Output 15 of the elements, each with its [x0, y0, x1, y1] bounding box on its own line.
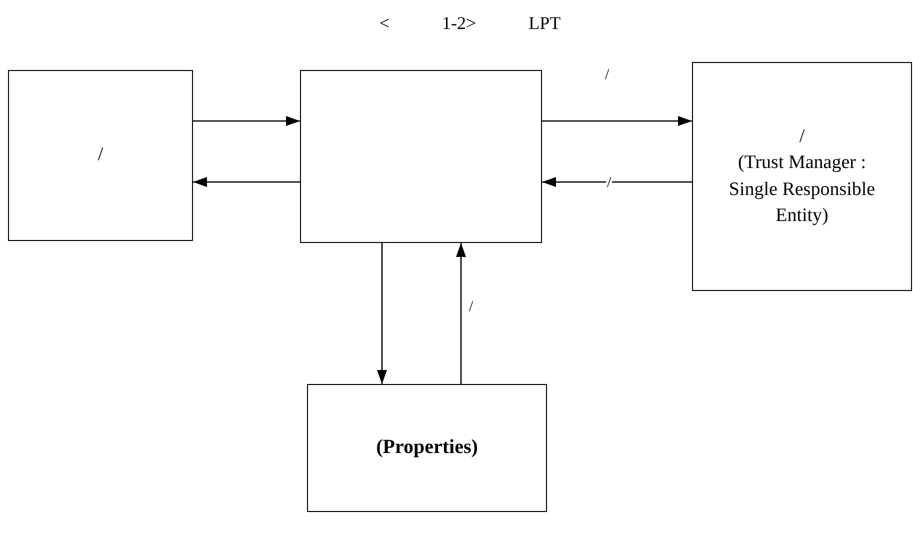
arrow [542, 177, 692, 187]
arrow [542, 116, 692, 126]
arrow [377, 243, 387, 384]
node-text: / [98, 143, 104, 168]
process-box [307, 384, 547, 512]
arrow [456, 243, 466, 384]
process-box [692, 62, 912, 291]
process-box [300, 70, 542, 243]
node-text: (Properties) [376, 435, 478, 460]
node-text: / [799, 125, 805, 150]
node-text: (Trust Manager : Single Responsible Entity) [728, 151, 876, 228]
process-box [8, 70, 193, 241]
arrow [193, 177, 300, 187]
diagram-title: < 1-2> LPT [378, 12, 562, 35]
arrow [193, 116, 300, 126]
